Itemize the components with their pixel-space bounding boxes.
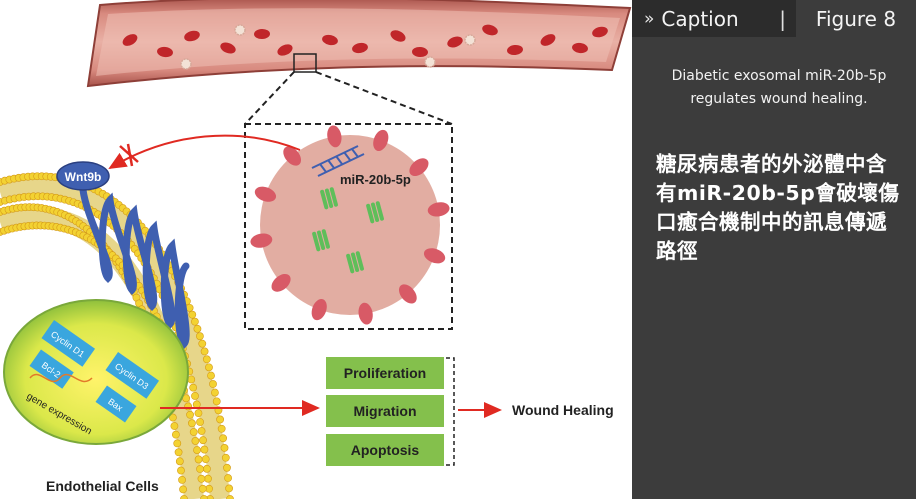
red-blood-cell [157, 46, 173, 58]
red-blood-cell [322, 34, 338, 46]
wnt9b-receptor: Wnt9b [56, 161, 190, 349]
platelet [424, 56, 436, 68]
red-blood-cell [122, 34, 138, 46]
zoom-marker [293, 53, 317, 73]
receptor-label: Wnt9b [65, 170, 102, 184]
surface-protein [373, 129, 389, 152]
svg-text:Apoptosis: Apoptosis [351, 442, 420, 458]
surface-protein [283, 146, 302, 166]
outcome-migration: Migration [326, 395, 444, 427]
endothelial-cells-label: Endothelial Cells [46, 478, 159, 494]
red-blood-cell [592, 26, 608, 38]
red-blood-cell [572, 42, 588, 54]
inhibition-arrow [108, 134, 301, 170]
red-blood-cell [482, 24, 498, 36]
svg-text:Proliferation: Proliferation [344, 365, 426, 381]
cargo-bundle [366, 201, 384, 224]
caption-header: » Caption | Figure 8 [632, 0, 916, 37]
caption-tab[interactable]: » Caption | [632, 0, 796, 37]
surface-protein [423, 248, 446, 264]
exosome-cargo [312, 187, 384, 274]
gene-box-bax: Bax [95, 385, 137, 423]
figure-diagram: miR-20b-5p Wnt9b Cyclin D1 Bcl-2 Cyclin [0, 0, 632, 499]
surface-protein [271, 273, 291, 292]
cargo-bundle [346, 251, 364, 274]
double-chevron-right-icon: » [644, 8, 655, 29]
surface-protein [409, 158, 429, 177]
inhibition-cross [119, 143, 139, 167]
wound-healing-label: Wound Healing [512, 402, 614, 418]
exosome: miR-20b-5p [250, 125, 450, 325]
red-blood-cells [122, 24, 608, 70]
red-blood-cell [412, 46, 428, 58]
mirna-strand [311, 145, 365, 177]
platelet [180, 58, 192, 70]
figure-number: Figure 8 [815, 6, 897, 31]
surface-protein [254, 186, 277, 202]
red-blood-cell [507, 44, 523, 56]
gene-box-bcl2: Bcl-2 [29, 349, 74, 389]
caption-panel: » Caption | Figure 8 Diabetic exosomal m… [632, 0, 916, 499]
red-blood-cell [277, 44, 293, 56]
svg-text:Migration: Migration [354, 403, 417, 419]
caption-separator: | [779, 6, 786, 31]
nucleus: Cyclin D1 Bcl-2 Cyclin D3 Bax gene expre… [3, 299, 189, 445]
cargo-bundle [312, 229, 330, 252]
red-blood-cell [447, 36, 463, 48]
caption-english: Diabetic exosomal miR-20b-5p regulates w… [671, 68, 887, 107]
zoom-guide-right [315, 71, 453, 125]
cargo-bundle [320, 187, 338, 210]
red-blood-cell [390, 30, 406, 42]
caption-chinese: 糖尿病患者的外泌體中含有miR-20b-5p會破壞傷口癒合機制中的訊息傳遞路徑 [656, 152, 900, 263]
surface-protein [311, 298, 327, 321]
zoom-panel [244, 123, 453, 330]
exosome-surface-proteins [250, 125, 450, 325]
outcome-apoptosis: Apoptosis [326, 434, 444, 466]
red-blood-cell [352, 42, 368, 54]
caption-title: Caption [661, 6, 739, 31]
surface-protein [327, 125, 342, 148]
diagram-svg: miR-20b-5p Wnt9b Cyclin D1 Bcl-2 Cyclin [0, 0, 632, 499]
surface-protein [398, 284, 417, 304]
red-blood-cell [254, 28, 270, 40]
zoom-guide-left [244, 71, 295, 125]
red-blood-cell [184, 30, 200, 42]
surface-protein [250, 233, 273, 248]
red-blood-cell [220, 42, 236, 54]
outcome-proliferation: Proliferation [326, 357, 444, 389]
surface-protein [358, 302, 373, 325]
dna-helix [29, 373, 93, 383]
red-blood-cell [540, 34, 556, 46]
platelet [464, 34, 476, 46]
mirna-label: miR-20b-5p [340, 172, 411, 187]
platelet [234, 24, 246, 36]
outcome-bracket [446, 357, 455, 466]
surface-protein [427, 202, 450, 217]
